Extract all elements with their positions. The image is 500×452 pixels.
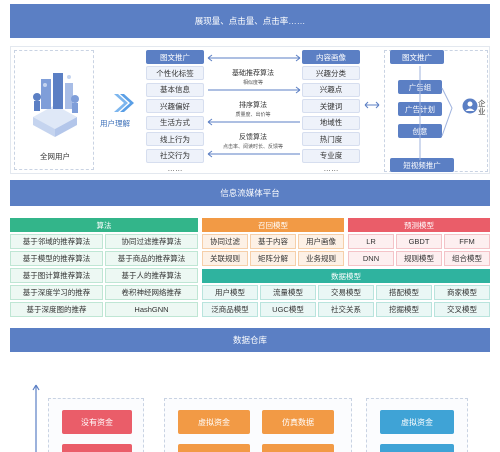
data-model-cell: 用户模型: [202, 285, 258, 300]
left-column-ellipsis: ……: [167, 163, 183, 173]
data-model-cell: 商家模型: [434, 285, 490, 300]
right-column-item: 兴趣点: [302, 82, 360, 97]
bottom-mid-lower-chip-1: [178, 444, 250, 452]
middle-algo-2: 排序算法质量度、出价等: [208, 102, 298, 119]
data-model-cell: 交叉模型: [434, 302, 490, 317]
warehouse-bar: 数据仓库: [10, 328, 490, 352]
left-column-item: 基本信息: [146, 82, 204, 97]
recall-cell: 矩阵分解: [250, 251, 296, 266]
left-column-item: 生活方式: [146, 115, 204, 130]
data-model-cell: 交易模型: [318, 285, 374, 300]
data-model-cell: 流量模型: [260, 285, 316, 300]
no-funds-chip: 没有资金: [62, 410, 132, 434]
recall-cell: 关联规则: [202, 251, 248, 266]
algorithms-header: 算法: [10, 218, 198, 232]
right-column-header: 内容画像: [302, 50, 360, 64]
right-column-item: 热门度: [302, 132, 360, 146]
left-column-item: 个性化标签: [146, 66, 204, 80]
middle-algo-subtitle: 相似度等: [242, 79, 263, 86]
simulated-data-chip: 仿真数据: [262, 410, 334, 434]
recall-cell: 用户画像: [298, 234, 344, 249]
middle-algo-subtitle: 质量度、出价等: [235, 111, 271, 118]
data-model-header: 数据模型: [202, 269, 490, 283]
axis-arrow-icon: [32, 384, 40, 452]
prediction-cell: 规则模型: [396, 251, 442, 266]
top-metrics-bar: 展现量、点击量、点击率……: [10, 4, 490, 38]
algorithm-cell: 协同过滤推荐算法: [105, 234, 198, 249]
algorithm-cell: HashGNN: [105, 302, 198, 317]
middle-algo-3: 反馈算法点击率、阅读时长、反馈等: [208, 134, 298, 151]
left-column-item: 兴趣偏好: [146, 99, 204, 113]
right-column-item: 兴趣分类: [302, 66, 360, 80]
bottom-mid-lower-chip-2: [262, 444, 334, 452]
all-users-label: 全网用户: [40, 152, 70, 161]
algorithm-cell: 基于模型的推荐算法: [10, 251, 103, 266]
enterprise-connectors: [419, 66, 453, 160]
right-column-item: 关键词: [302, 99, 360, 113]
algorithm-cell: 基于商品的推荐算法: [105, 251, 198, 266]
algorithm-cell: 基于图计算推荐算法: [10, 268, 103, 283]
platform-bar: 信息流媒体平台: [10, 180, 490, 206]
middle-algo-title: 反馈算法: [239, 134, 267, 141]
virtual-funds-right-chip: 虚拟资金: [380, 410, 454, 434]
enterprise-person-icon: [462, 98, 478, 114]
middle-algo-title: 排序算法: [239, 102, 267, 109]
virtual-funds-chip: 虚拟资金: [178, 410, 250, 434]
prediction-cell: DNN: [348, 251, 394, 266]
right-column-item: 专业度: [302, 148, 360, 163]
flow-arrow-2: [208, 86, 301, 94]
enterprise-label: 企业: [478, 99, 486, 116]
recall-cell: 基于内容: [250, 234, 296, 249]
user-block: 全网用户: [14, 50, 94, 170]
data-model-cell: UGC模型: [260, 302, 316, 317]
enterprise-top-header: 图文推广: [390, 50, 444, 64]
recall-cell: 业务规则: [298, 251, 344, 266]
bottom-right-lower-chip: [380, 444, 454, 452]
prediction-cell: LR: [348, 234, 394, 249]
middle-algo-subtitle: 点击率、阅读时长、反馈等: [222, 143, 283, 150]
algorithm-cell: 基于深度图的推荐: [10, 302, 103, 317]
prediction-cell: GBDT: [396, 234, 442, 249]
chevron-right-icon: [114, 94, 134, 112]
flow-arrow-4: [207, 150, 300, 158]
bottom-left-lower-chip: [62, 444, 132, 452]
flow-arrows: [207, 54, 301, 158]
algorithm-cell: 基于邻域的推荐算法: [10, 234, 103, 249]
enterprise-bottom-header: 短视频推广: [390, 158, 454, 172]
right-column-ellipsis: ……: [323, 163, 339, 173]
right-column-item: 地域性: [302, 115, 360, 130]
data-model-cell: 挖掘模型: [376, 302, 432, 317]
prediction-cell: 组合模型: [444, 251, 490, 266]
data-model-cell: 泛商品模型: [202, 302, 258, 317]
data-model-cell: 社交关系: [318, 302, 374, 317]
middle-algo-1: 基础推荐算法相似度等: [208, 70, 298, 87]
prediction-cell: FFM: [444, 234, 490, 249]
data-model-cell: 搭配模型: [376, 285, 432, 300]
left-column-header: 图文推广: [146, 50, 204, 64]
algorithm-cell: 基于人的推荐算法: [105, 268, 198, 283]
recall-header: 召回模型: [202, 218, 344, 232]
middle-algo-title: 基础推荐算法: [232, 70, 274, 77]
prediction-header: 预测模型: [348, 218, 490, 232]
left-column-item: 社交行为: [146, 148, 204, 163]
algorithm-cell: 卷积神经网络推荐: [105, 285, 198, 300]
bidirectional-arrow-icon: [364, 101, 380, 109]
user-understanding-label: 用户理解: [100, 119, 130, 128]
recall-cell: 协同过滤: [202, 234, 248, 249]
left-column-item: 线上行为: [146, 132, 204, 146]
flow-arrow-1: [207, 54, 301, 62]
algorithm-cell: 基于深度学习的推荐: [10, 285, 103, 300]
flow-arrow-3: [207, 118, 300, 126]
users-illustration-icon: [33, 73, 79, 137]
